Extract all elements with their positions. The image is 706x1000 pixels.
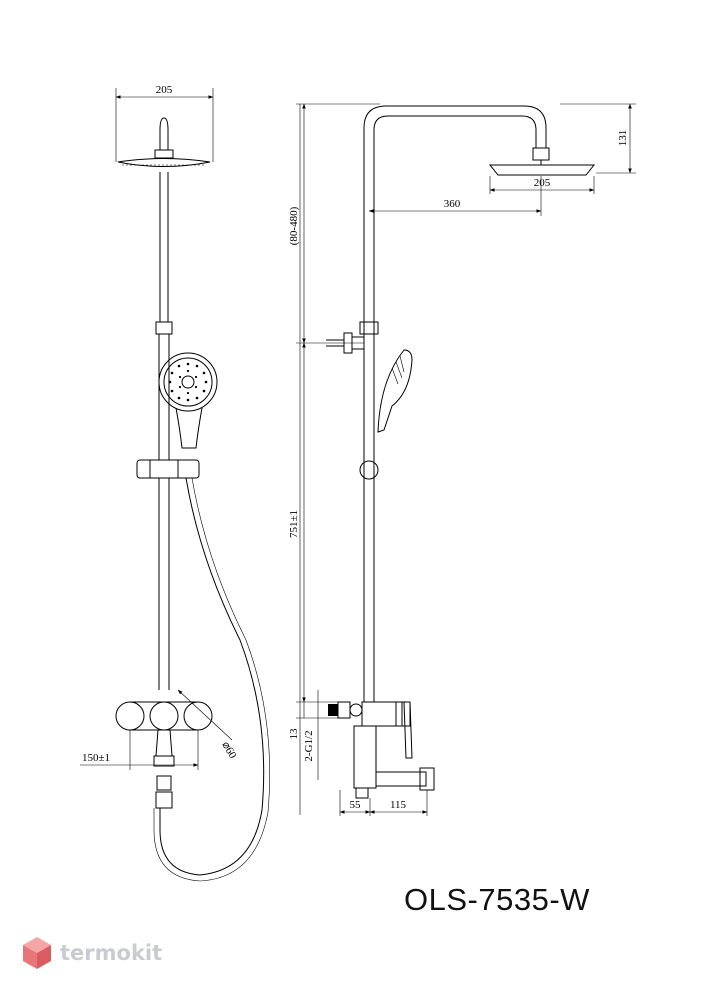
dim-head-width: 205 [156,84,173,96]
dim-knob-diameter: ⌀60 [219,740,238,762]
side-mixer [296,701,435,799]
dim-head-height: 131 [617,130,629,147]
dim-bracket-range: (80-480) [288,206,300,245]
dim-thread: 2-G1/2 [303,730,315,761]
dim-inlet-height: 13 [288,728,300,740]
dim-wall-offset: 55 [350,799,362,811]
front-slide-holder [136,459,200,479]
brand-logo: termokit [22,936,162,970]
side-view: 131 205 360 (80-480) 751±1 [288,103,636,816]
dim-mixer-offset: 150±1 [82,752,110,764]
brand-name: termokit [60,941,163,965]
front-shower-head [117,117,211,167]
front-mixer [115,701,213,809]
dim-side-head-width: 205 [534,177,551,189]
front-view: 205 [80,84,270,882]
model-number: OLS-7535-W [404,882,590,917]
dim-bar-length: 751±1 [288,510,300,538]
dim-arm-reach: 360 [444,198,461,210]
side-wall-bracket [296,321,379,354]
front-riser-pipe [155,172,173,690]
side-shower-head [488,160,596,176]
cube-logo-icon [23,937,51,969]
side-hand-shower [359,349,413,480]
front-hose [159,477,265,876]
side-riser-pipe [363,105,550,702]
dim-line-knob [177,689,233,741]
front-hand-shower [158,352,218,449]
dim-spout-length: 115 [390,799,407,811]
